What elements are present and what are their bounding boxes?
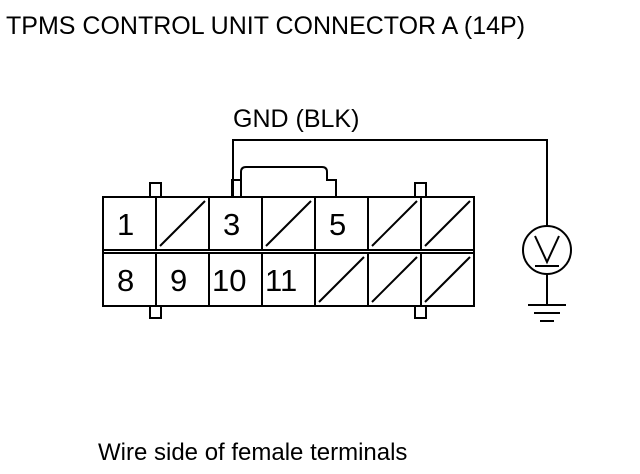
connector-latch-left <box>231 179 241 196</box>
connector-outline <box>102 196 475 307</box>
empty-terminal-cell <box>420 196 475 251</box>
connector-tab <box>414 182 427 198</box>
empty-terminal-cell <box>420 252 475 307</box>
terminal-number: 8 <box>117 263 134 298</box>
wire-label: GND (BLK) <box>233 105 359 133</box>
empty-terminal-slash <box>371 200 418 247</box>
empty-terminal-slash <box>265 200 312 247</box>
connector-body: 1 3 5 8 9 10 11 <box>102 196 475 307</box>
terminal-number: 5 <box>329 207 346 242</box>
empty-terminal-slash <box>424 256 471 303</box>
ground-icon <box>528 274 566 322</box>
connector-tab <box>149 182 162 198</box>
terminal-number: 9 <box>170 263 187 298</box>
empty-terminal-slash <box>318 256 365 303</box>
diagram-title: TPMS CONTROL UNIT CONNECTOR A (14P) <box>6 12 525 40</box>
terminal-number: 11 <box>265 263 297 298</box>
terminal-number: 3 <box>223 207 240 242</box>
terminal-number: 10 <box>212 263 246 298</box>
voltmeter-icon <box>522 225 572 275</box>
gnd-wire <box>232 139 548 226</box>
empty-terminal-slash <box>159 200 206 247</box>
empty-terminal-slash <box>424 200 471 247</box>
empty-terminal-slash <box>371 256 418 303</box>
diagram-caption: Wire side of female terminals <box>98 439 407 466</box>
connector-latch <box>240 166 337 196</box>
terminal-number: 1 <box>117 207 134 242</box>
